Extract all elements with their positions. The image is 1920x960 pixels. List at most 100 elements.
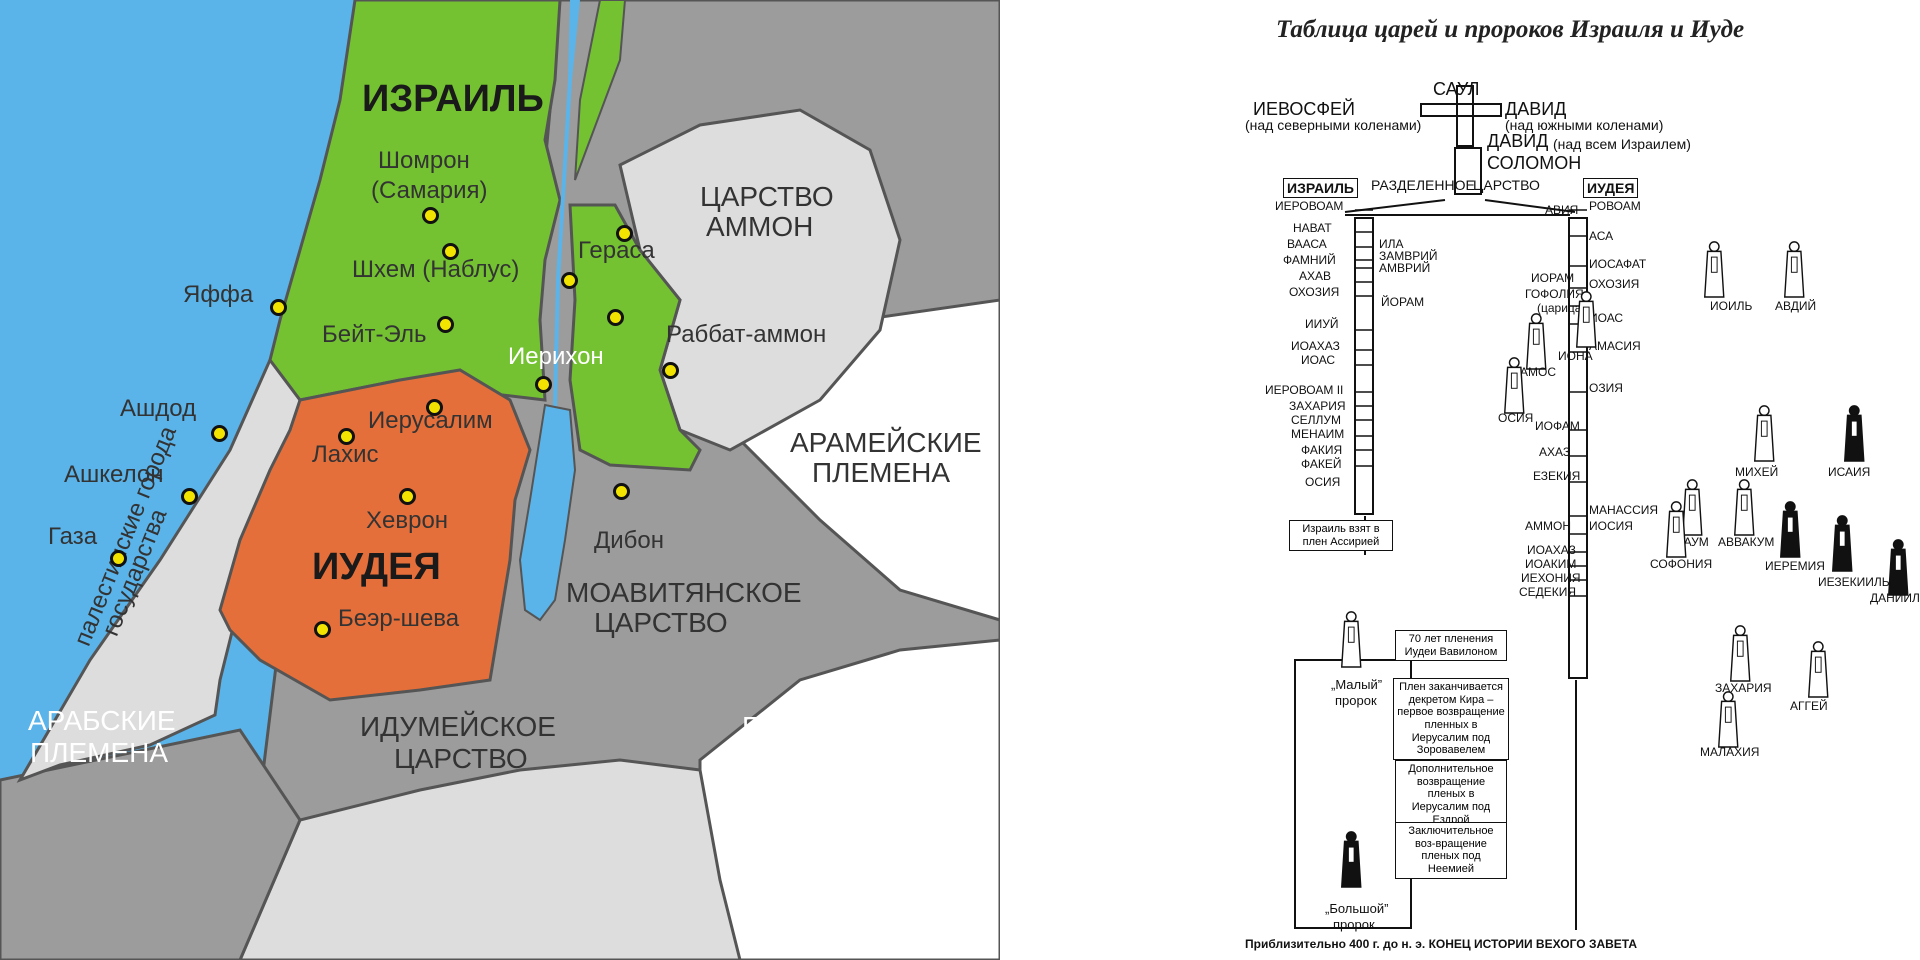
bethel-dot: [437, 316, 454, 333]
judah-king: РОВОАМ: [1589, 199, 1641, 213]
judah-region: [218, 368, 532, 702]
judah-king: ИЕХОНИЯ: [1521, 571, 1581, 585]
prophet-name: МИХЕЙ: [1735, 465, 1779, 479]
gilead-dot: [607, 309, 624, 326]
jerusalem-dot: [426, 399, 443, 416]
legend-major-1: „Большой”: [1325, 901, 1389, 916]
jordan-river: [553, 0, 580, 410]
israel-king: ОХОЗИЯ: [1289, 285, 1340, 299]
judah-king: ИОАХАЗ: [1527, 543, 1576, 557]
rabbat-dot: [662, 362, 679, 379]
minor-prophet-figure: [1503, 357, 1525, 414]
ishbosheth-label: ИЕВОСФЕЙ: [1253, 99, 1355, 119]
david-label: ДАВИД: [1505, 99, 1567, 119]
judah-king: АВИЯ: [1545, 203, 1579, 217]
minor-prophet-figure: [1783, 241, 1805, 298]
minor-prophet-figure: [1665, 501, 1687, 558]
judah-column: [1568, 217, 1588, 679]
jericho-dot: [535, 376, 552, 393]
bethel-label: Бейт-Эль: [322, 321, 427, 348]
minor-prophet-figure: [1703, 241, 1725, 298]
israel-label: ИЗРАИЛЬ: [362, 78, 544, 120]
prophet-name: АМОС: [1520, 365, 1556, 379]
judah-king: АХАЗ: [1539, 445, 1571, 459]
moab-label-1: МОАВИТЯНСКОЕ: [566, 577, 802, 608]
judah-king: АММОН: [1525, 519, 1571, 533]
israel-king: НАВАТ: [1293, 221, 1332, 235]
israel-king: ЗАМВРИЙ: [1379, 249, 1438, 263]
david-note: (над южными коленами): [1505, 117, 1664, 133]
israel-king: ФАКЕЙ: [1301, 457, 1342, 471]
nabat-label-1: ПЛЕМЕНА: [742, 711, 881, 742]
aram-label-2: ПЛЕМЕНА: [812, 457, 951, 488]
minor-prophet-figure: [1681, 479, 1703, 536]
judah-label: ИУДЕЯ: [312, 546, 441, 588]
judah-king: ИОФАМ: [1535, 419, 1580, 433]
jericho-label: Иерихон: [508, 343, 604, 370]
israel-king: АМВРИЙ: [1379, 261, 1431, 275]
judah-king: ОЗИЯ: [1589, 381, 1623, 395]
minor-prophet-figure: [1753, 405, 1775, 462]
edom-label-1: ИДУМЕЙСКОЕ: [360, 711, 556, 742]
judah-king: АМАСИЯ: [1589, 339, 1641, 353]
israel-column: [1354, 217, 1374, 515]
israel-king: ФАМНИЙ: [1283, 253, 1336, 267]
ishbosheth-note: (над северными коленами): [1245, 117, 1422, 133]
minor-prophet-figure: [1807, 641, 1829, 698]
legend-minor-1: „Малый”: [1331, 677, 1383, 692]
jaffa-dot: [270, 299, 287, 316]
prophet-name: ИЕЗЕКИИЛЬ: [1818, 575, 1890, 589]
samaria-label-1: Шомрон: [378, 147, 470, 174]
prophet-name: ИЕРЕМИЯ: [1765, 559, 1825, 573]
legend-minor-2: пророк: [1335, 693, 1377, 708]
israel-king: ИЕРОВОАМ II: [1265, 383, 1344, 397]
david-all-label: ДАВИД: [1487, 131, 1549, 151]
gerasa-west-dot: [561, 272, 578, 289]
lachish-dot: [338, 428, 355, 445]
ashkelon-dot: [181, 488, 198, 505]
legend-major-2: пророк: [1333, 917, 1375, 932]
israel-east-region: [568, 203, 702, 472]
edom-region: [238, 758, 742, 960]
dead-sea: [518, 403, 577, 622]
beersheba-label: Беэр-шева: [338, 605, 460, 632]
gaza-label: Газа: [48, 523, 98, 550]
dibon-dot: [613, 483, 630, 500]
judah-king: ОХОЗИЯ: [1589, 277, 1640, 291]
israel-king: СЕЛЛУМ: [1291, 413, 1342, 427]
prophet-name: МАЛАХИЯ: [1700, 745, 1760, 759]
judah-king: ГОФОЛИЯ: [1525, 287, 1584, 301]
shechem-label: Шхем (Наблус): [352, 256, 520, 283]
lachish-label: Лахис: [312, 441, 379, 468]
ashdod-dot: [211, 425, 228, 442]
prophet-name: АВДИЙ: [1775, 299, 1817, 313]
prophet-name: АВВАКУМ: [1718, 535, 1775, 549]
galilee-region: [574, 0, 627, 181]
judah-king: СЕДЕКИЯ: [1519, 585, 1577, 599]
gaza-dot: [110, 550, 127, 567]
moab-label-2: ЦАРСТВО: [594, 607, 728, 638]
dibon-label: Дибон: [594, 527, 665, 554]
israel-king: ИЛА: [1379, 237, 1404, 251]
nehemiah-return-box: Заключительное воз-вращение пленых под Н…: [1395, 822, 1507, 879]
prophet-name: ИОИЛЬ: [1710, 299, 1753, 313]
ammon-label-2: АММОН: [706, 211, 814, 242]
arab-region: [0, 728, 302, 960]
major-prophet-figure: [1779, 501, 1801, 558]
minor-prophet-figure: [1525, 313, 1547, 370]
israel-king: ИИУЙ: [1305, 317, 1339, 331]
ammon-label-1: ЦАРСТВО: [700, 181, 834, 212]
david-all-note: (над всем Израилем): [1553, 136, 1691, 152]
solomon-label: СОЛОМОН: [1487, 153, 1582, 173]
minor-prophet-figure: [1729, 625, 1751, 682]
judah-king: ЕЗЕКИЯ: [1533, 469, 1581, 483]
edom-label-2: ЦАРСТВО: [394, 743, 528, 774]
israel-header: ИЗРАИЛЬ: [1283, 178, 1358, 198]
map-panel: ИЗРАИЛЬ ИУДЕЯ ЦАРСТВО АММОН АРАМЕЙСКИЕ П…: [0, 0, 1000, 960]
minor-prophet-figure: [1340, 611, 1362, 668]
arab-label-1: АРАБСКИЕ: [28, 705, 176, 736]
major-prophet-figure: [1887, 539, 1909, 596]
divided-label-2: ЦАРСТВО: [1473, 177, 1540, 193]
saul-bar: [1420, 103, 1502, 117]
israel-king: ИОАС: [1301, 353, 1336, 367]
